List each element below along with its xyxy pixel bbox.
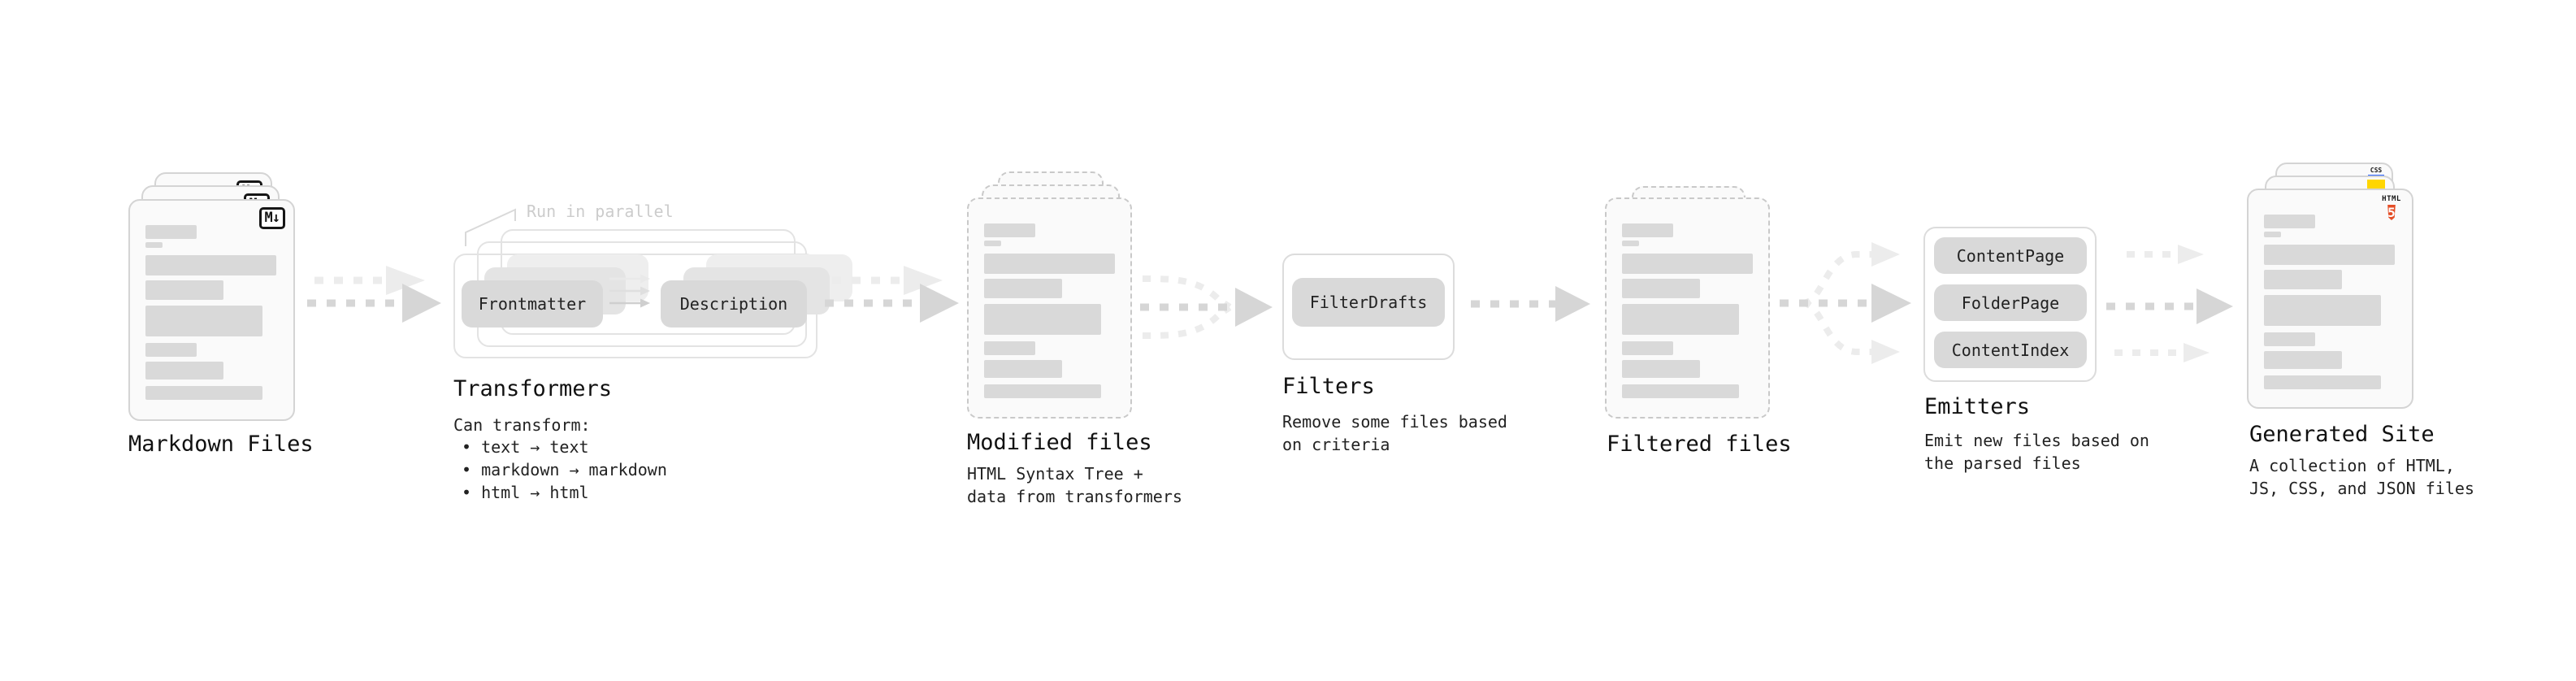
stage-label-modified-files: Modified files	[967, 430, 1152, 455]
text-placeholder-bar	[145, 280, 223, 300]
html5-icon-label: HTML	[2382, 195, 2401, 203]
folderpage-pill: FolderPage	[1934, 284, 2087, 321]
text-placeholder-bar	[1622, 241, 1639, 246]
text-placeholder-bar	[984, 384, 1101, 398]
description-pill: Description	[661, 280, 807, 327]
text-placeholder-bar	[984, 360, 1062, 378]
stage-label-transformers: Transformers	[453, 376, 613, 401]
stage-label-generated-site: Generated Site	[2249, 422, 2435, 447]
html5-icon-shield: 5	[2387, 205, 2396, 220]
bullet-item: text → text	[462, 436, 667, 458]
desc-line: A collection of HTML,	[2249, 456, 2455, 475]
transformers-bullet-list: text → text markdown → markdown html → h…	[462, 436, 667, 504]
annotation-leader-line	[465, 208, 516, 246]
markdown-file-card: M↓	[128, 199, 295, 421]
arrow-filters-to-filtered	[1471, 286, 1590, 322]
arrow-transformers-to-modified	[825, 266, 959, 323]
arrow-markdown-to-transformers	[307, 266, 441, 323]
text-placeholder-bar	[984, 279, 1062, 298]
text-placeholder-bar	[2264, 351, 2342, 369]
frontmatter-pill: Frontmatter	[462, 280, 603, 327]
html5-icon: HTML 5	[2381, 196, 2402, 223]
modified-file-card	[967, 197, 1132, 419]
stage-label-filtered-files: Filtered files	[1607, 432, 1792, 457]
filterdrafts-pill: FilterDrafts	[1292, 278, 1445, 327]
text-placeholder-bar	[984, 341, 1035, 355]
text-placeholder-bar	[2264, 295, 2381, 326]
css-icon-label: CSS	[2370, 167, 2383, 174]
text-placeholder-bar	[984, 241, 1001, 246]
text-placeholder-bar	[1622, 254, 1753, 274]
text-placeholder-bar	[984, 223, 1035, 237]
text-placeholder-bar	[1622, 304, 1739, 335]
text-placeholder-bar	[1622, 279, 1700, 298]
text-placeholder-bar	[145, 343, 197, 357]
text-placeholder-bar	[1622, 341, 1673, 355]
text-placeholder-bar	[145, 306, 262, 336]
text-placeholder-bar	[145, 255, 276, 275]
transform-mini-arrows	[609, 274, 650, 308]
contentpage-pill: ContentPage	[1934, 237, 2087, 274]
stage-label-filters: Filters	[1282, 374, 1375, 399]
contentindex-pill: ContentIndex	[1934, 332, 2087, 368]
arrow-filtered-to-emitters	[1780, 242, 1911, 364]
text-placeholder-bar	[2264, 332, 2315, 346]
bullet-item: html → html	[462, 481, 667, 504]
filtered-file-card	[1605, 197, 1770, 419]
js-icon	[2367, 180, 2385, 189]
desc-line: JS, CSS, and JSON files	[2249, 479, 2474, 498]
desc-line: Remove some files based	[1282, 412, 1507, 432]
stage-label-markdown-files: Markdown Files	[128, 432, 314, 457]
filters-desc: Remove some files based on criteria	[1282, 410, 1507, 456]
desc-line: data from transformers	[967, 487, 1182, 506]
desc-line: Emit new files based on	[1924, 431, 2149, 450]
stage-label-emitters: Emitters	[1924, 394, 2031, 419]
text-placeholder-bar	[2264, 270, 2342, 289]
desc-line: the parsed files	[1924, 453, 2081, 473]
modified-files-desc: HTML Syntax Tree + data from transformer…	[967, 462, 1182, 508]
text-placeholder-bar	[2264, 232, 2281, 237]
desc-line: on criteria	[1282, 435, 1390, 454]
transformers-desc-heading: Can transform:	[453, 415, 591, 435]
run-in-parallel-label: Run in parallel	[527, 202, 674, 221]
generated-file-card-html: HTML 5	[2247, 189, 2413, 409]
text-placeholder-bar	[2264, 375, 2381, 389]
bullet-item: markdown → markdown	[462, 458, 667, 481]
arrow-emitters-to-generated	[2106, 245, 2233, 362]
text-placeholder-bar	[1622, 360, 1700, 378]
text-placeholder-bar	[145, 362, 223, 380]
text-placeholder-bar	[145, 225, 197, 239]
markdown-icon: M↓	[258, 207, 285, 229]
desc-line: HTML Syntax Tree +	[967, 464, 1143, 484]
text-placeholder-bar	[145, 242, 163, 248]
arrow-modified-to-filters	[1140, 275, 1273, 339]
text-placeholder-bar	[984, 304, 1101, 335]
emitters-desc: Emit new files based on the parsed files	[1924, 429, 2149, 475]
text-placeholder-bar	[2264, 245, 2395, 265]
text-placeholder-bar	[1622, 223, 1673, 237]
generated-site-desc: A collection of HTML, JS, CSS, and JSON …	[2249, 454, 2474, 500]
text-placeholder-bar	[984, 254, 1115, 274]
text-placeholder-bar	[2264, 215, 2315, 228]
text-placeholder-bar	[145, 386, 262, 400]
text-placeholder-bar	[1622, 384, 1739, 398]
